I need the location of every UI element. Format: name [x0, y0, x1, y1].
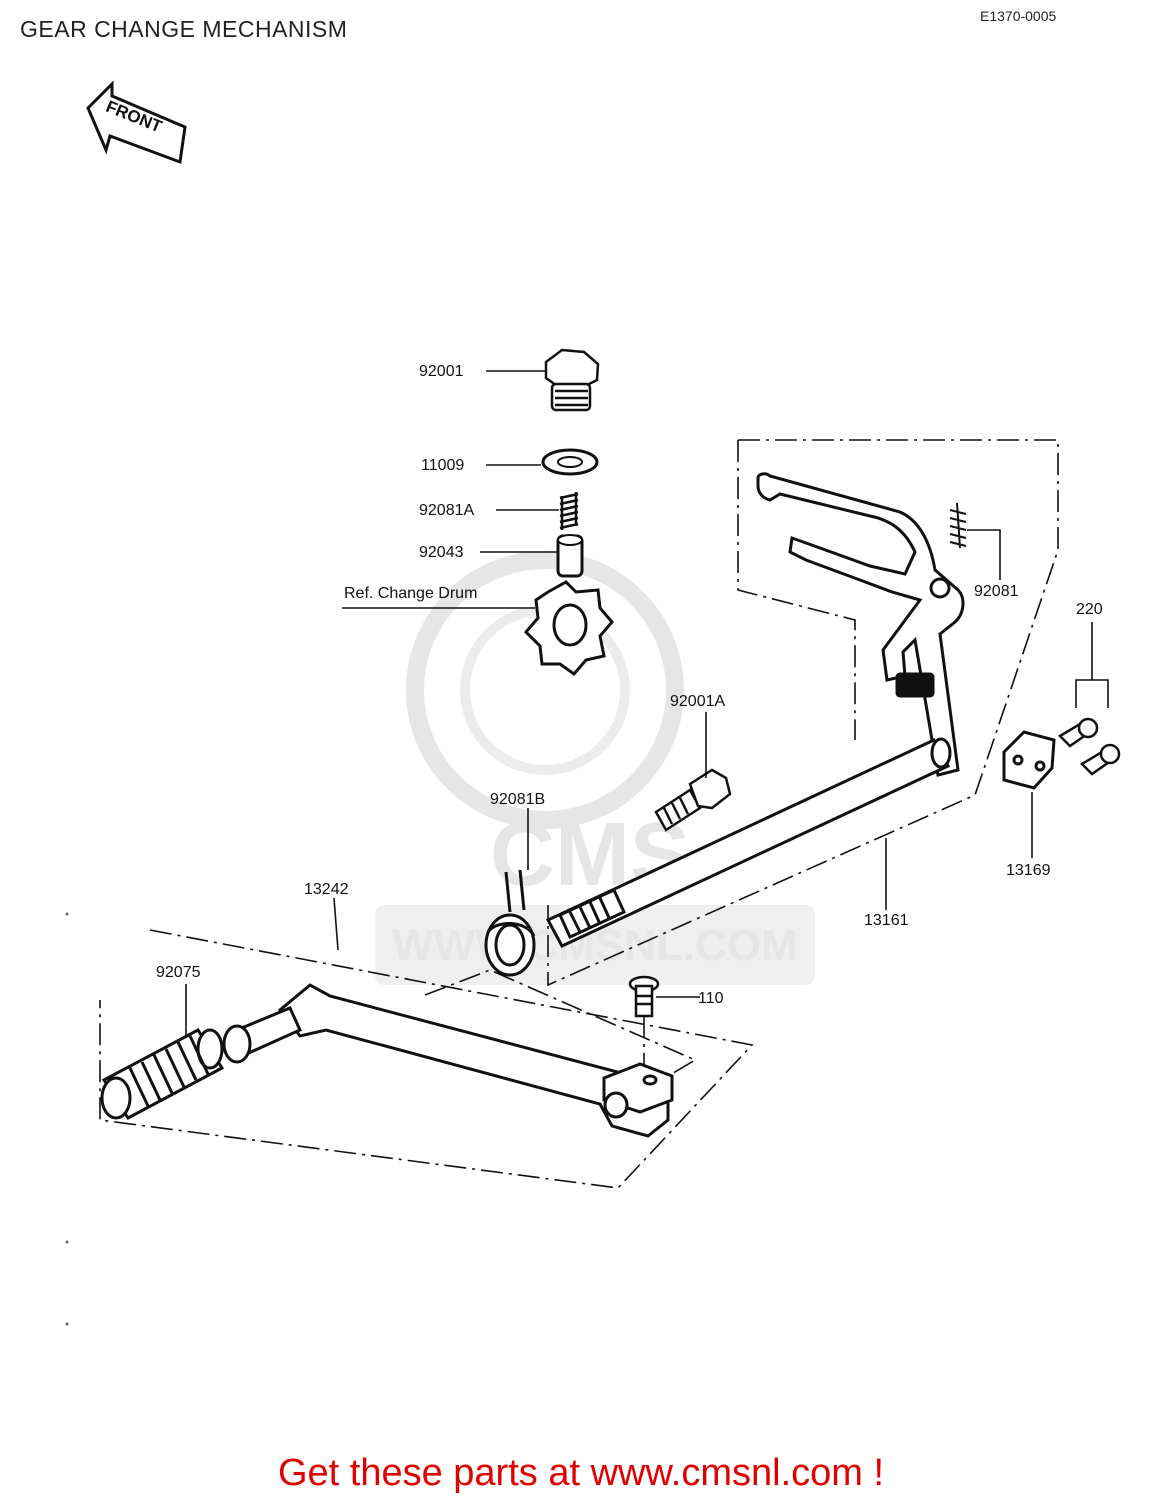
part-labels: 92001 11009 92081A 92043 Ref. Change Dru…	[156, 363, 1103, 1007]
shift-arm-13161-icon	[545, 472, 965, 948]
part-label-92081: 92081	[974, 583, 1019, 600]
footer-cta-link[interactable]: Get these parts at www.cmsnl.com !	[277, 1452, 885, 1494]
front-arrow-icon: FRONT	[86, 80, 187, 165]
pin-92043-icon	[556, 534, 584, 578]
leader-lines	[185, 370, 1109, 1038]
part-label-11009: 11009	[421, 457, 464, 474]
bolt-110-icon	[628, 975, 660, 1018]
scan-specks	[65, 912, 69, 1326]
part-label-220: 220	[1076, 601, 1103, 618]
cms-watermark: CMS WWW.CMSNL.COM	[375, 551, 815, 985]
shift-lever-13242-icon	[222, 983, 674, 1138]
part-label-13169: 13169	[1006, 862, 1051, 879]
bolt-92001-icon	[544, 348, 600, 412]
group-outlines	[99, 439, 1059, 1189]
plate-13169-icon	[1002, 730, 1056, 790]
part-label-13161: 13161	[864, 912, 909, 929]
part-label-92043: 92043	[419, 544, 464, 561]
spring-92081B-icon	[484, 869, 536, 977]
exploded-parts-diagram: CMS WWW.CMSNL.COM FRONT	[65, 80, 1121, 1326]
part-label-92001A: 92001A	[670, 693, 725, 710]
page-title: GEAR CHANGE MECHANISM	[20, 16, 348, 42]
part-label-92081B: 92081B	[490, 791, 545, 808]
footpeg-rubber-92075-icon	[100, 1028, 225, 1120]
washer-11009-icon	[541, 448, 599, 476]
part-label-92081A: 92081A	[419, 502, 474, 519]
part-label-92075: 92075	[156, 964, 201, 981]
change-drum-star-icon	[523, 580, 614, 677]
part-label-13242: 13242	[304, 881, 349, 898]
diagram-code: E1370-0005	[980, 8, 1057, 24]
stud-92001A-icon	[654, 768, 732, 832]
part-label-ref-change-drum: Ref. Change Drum	[344, 585, 477, 602]
screws-220-icon	[1057, 717, 1121, 776]
part-label-110: 110	[698, 990, 724, 1007]
part-label-92001: 92001	[419, 363, 464, 380]
spring-92081A-icon	[559, 492, 579, 530]
spring-92081-icon	[949, 502, 967, 549]
